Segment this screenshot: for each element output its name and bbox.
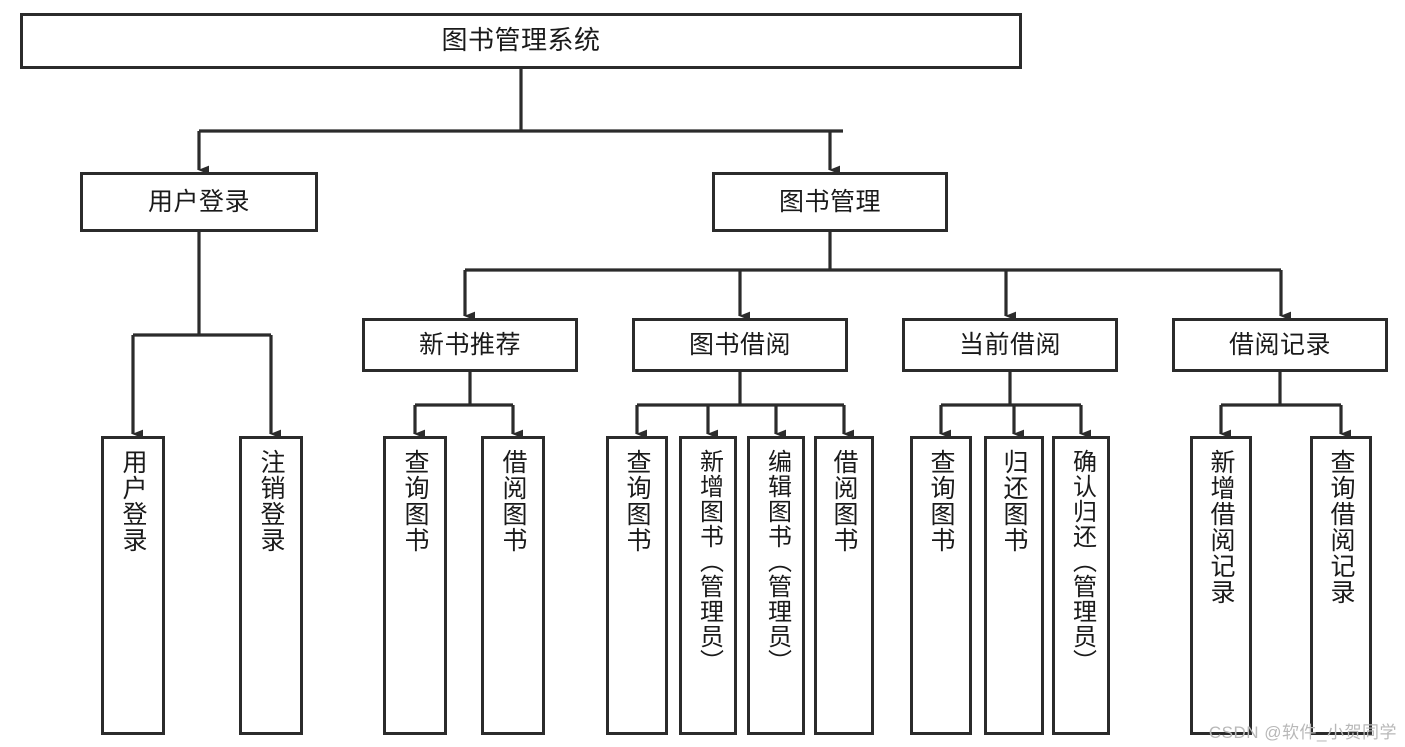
node-leaf-query-book-2-label: 查询图书 — [623, 449, 651, 553]
node-leaf-edit-book-label: 编辑图书（管理员） — [763, 449, 791, 674]
node-leaf-query-book-1[interactable]: 查询图书 — [383, 436, 447, 735]
node-leaf-user-login[interactable]: 用户登录 — [101, 436, 165, 735]
node-user-login-label: 用户登录 — [147, 188, 250, 216]
node-leaf-user-login-label: 用户登录 — [119, 449, 147, 553]
node-book-borrow[interactable]: 图书借阅 — [632, 318, 848, 372]
node-current-borrow[interactable]: 当前借阅 — [902, 318, 1118, 372]
node-leaf-edit-book[interactable]: 编辑图书（管理员） — [747, 436, 805, 735]
node-leaf-borrow-book-1[interactable]: 借阅图书 — [481, 436, 545, 735]
node-user-login[interactable]: 用户登录 — [80, 172, 318, 232]
node-leaf-query-book-3-label: 查询图书 — [927, 449, 955, 553]
node-leaf-borrow-book-2-label: 借阅图书 — [830, 449, 858, 553]
node-leaf-borrow-book-1-label: 借阅图书 — [499, 449, 527, 553]
csdn-watermark: CSDN @软件_小贺同学 — [1208, 723, 1397, 742]
node-leaf-query-book-3[interactable]: 查询图书 — [910, 436, 972, 735]
node-leaf-query-record[interactable]: 查询借阅记录 — [1310, 436, 1372, 735]
node-leaf-return-book[interactable]: 归还图书 — [984, 436, 1044, 735]
node-leaf-logout-label: 注销登录 — [257, 449, 285, 553]
node-leaf-query-book-1-label: 查询图书 — [401, 449, 429, 553]
node-borrow-record[interactable]: 借阅记录 — [1172, 318, 1388, 372]
node-new-book-rec-label: 新书推荐 — [418, 331, 521, 359]
node-leaf-add-book-label: 新增图书（管理员） — [695, 449, 723, 674]
node-leaf-add-book[interactable]: 新增图书（管理员） — [679, 436, 737, 735]
node-new-book-rec[interactable]: 新书推荐 — [362, 318, 578, 372]
node-leaf-logout[interactable]: 注销登录 — [239, 436, 303, 735]
node-leaf-add-record-label: 新增借阅记录 — [1207, 449, 1235, 605]
node-book-borrow-label: 图书借阅 — [688, 331, 791, 359]
node-leaf-confirm-return-label: 确认归还（管理员） — [1068, 449, 1096, 674]
node-leaf-confirm-return[interactable]: 确认归还（管理员） — [1052, 436, 1110, 735]
node-current-borrow-label: 当前借阅 — [958, 331, 1061, 359]
node-root[interactable]: 图书管理系统 — [20, 13, 1022, 69]
node-root-label: 图书管理系统 — [441, 25, 601, 56]
node-leaf-query-book-2[interactable]: 查询图书 — [606, 436, 668, 735]
node-leaf-query-record-label: 查询借阅记录 — [1327, 449, 1355, 605]
node-leaf-return-book-label: 归还图书 — [1000, 449, 1028, 553]
node-book-manage-label: 图书管理 — [778, 188, 881, 216]
node-leaf-add-record[interactable]: 新增借阅记录 — [1190, 436, 1252, 735]
node-borrow-record-label: 借阅记录 — [1228, 331, 1331, 359]
node-book-manage[interactable]: 图书管理 — [712, 172, 948, 232]
node-leaf-borrow-book-2[interactable]: 借阅图书 — [814, 436, 874, 735]
